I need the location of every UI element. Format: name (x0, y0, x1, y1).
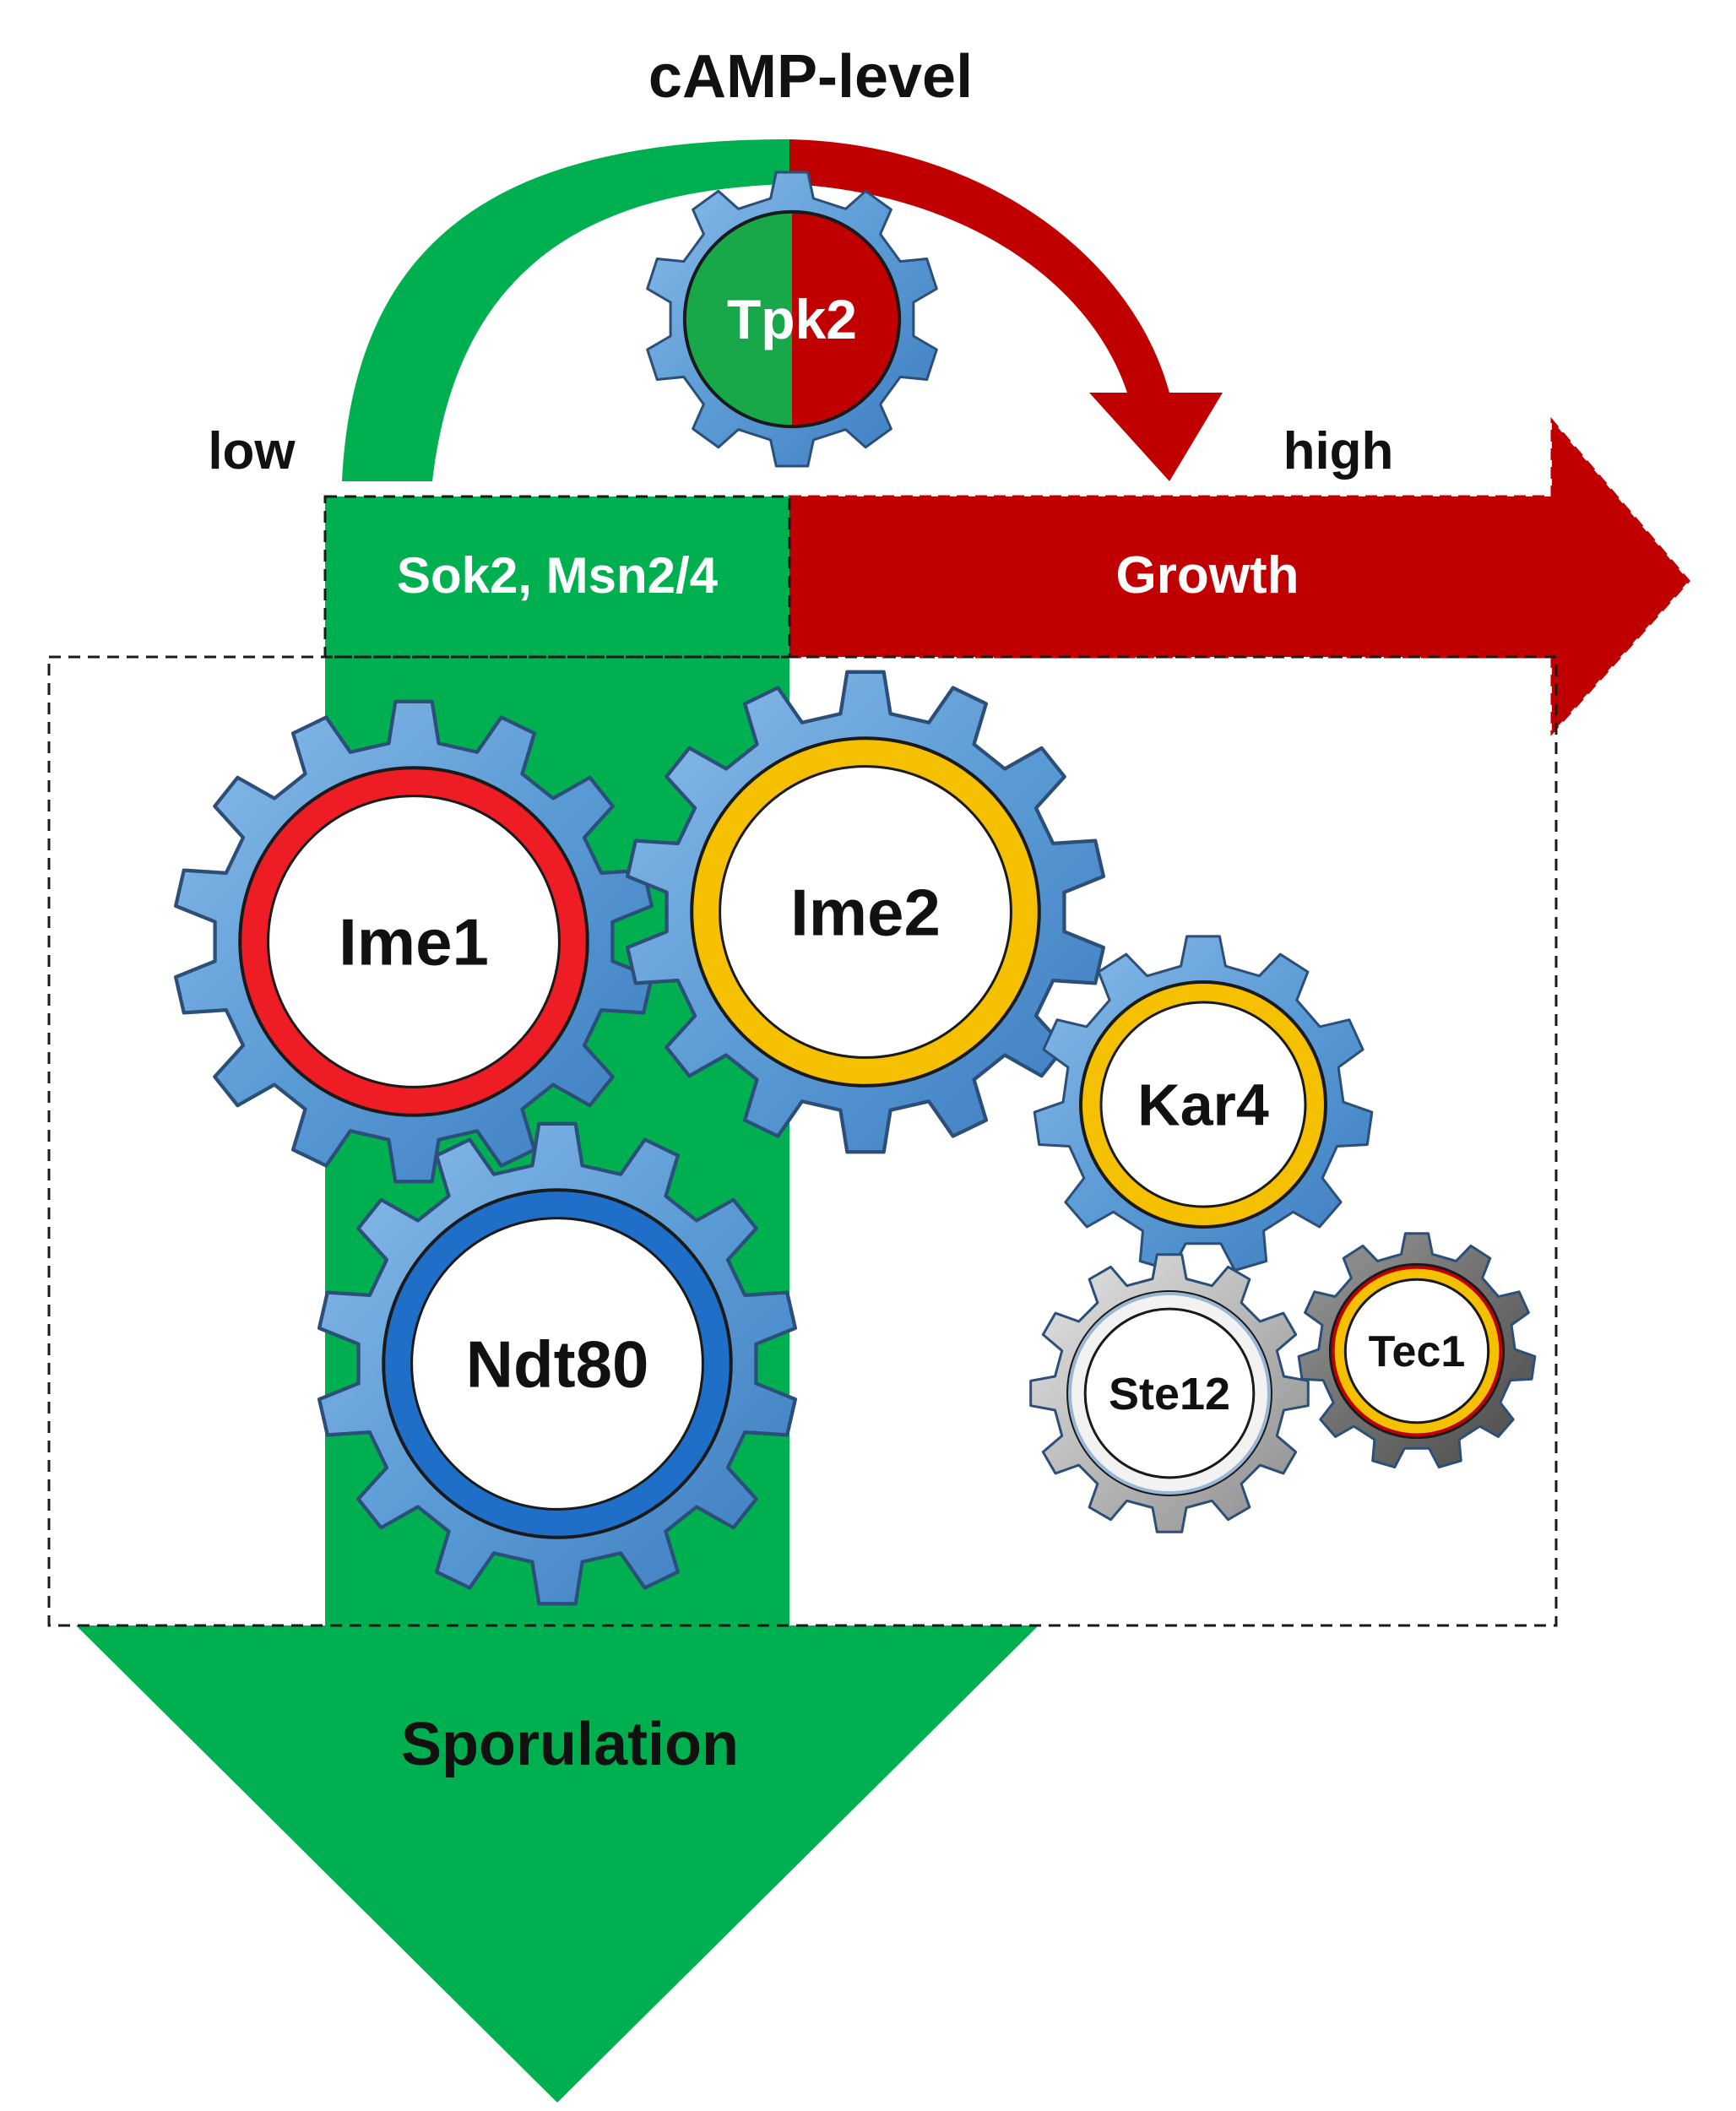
ndt80-gear-center (410, 1217, 704, 1511)
gear-ndt80-icon: Ndt80 (317, 1121, 798, 1606)
camp-arc-green (342, 139, 789, 481)
tec1-label: Tec1 (1369, 1327, 1466, 1376)
camp-arc-red (789, 139, 1223, 481)
gear-kar4-icon: Kar4 (1033, 935, 1374, 1272)
main-frame (47, 655, 1558, 1627)
tec1-gear-accent (1331, 1265, 1503, 1437)
ime1-gear-center (267, 795, 561, 1088)
tpk2-gear-right-half (792, 213, 898, 426)
diagram-title: cAMP-level (648, 43, 973, 111)
ndt80-gear-ring (385, 1191, 730, 1536)
kar4-gear-ring (1082, 984, 1324, 1225)
ste12-gear-ring (1070, 1294, 1269, 1493)
tpk2-gear-left-half (686, 213, 792, 426)
gear-ime2-icon: Ime2 (625, 670, 1106, 1154)
ste12-gear-center (1083, 1307, 1256, 1479)
ndt80-label: Ndt80 (466, 1327, 649, 1401)
tec1-gear-center (1343, 1278, 1490, 1425)
gear-tec1-icon: Tec1 (1297, 1232, 1537, 1468)
low-label: low (208, 422, 296, 480)
ime1-gear-ring (241, 769, 586, 1114)
growth-arrow (788, 416, 1690, 736)
sporulation-arrow (76, 1625, 1039, 2103)
ste12-label: Ste12 (1109, 1369, 1230, 1419)
gear-ime1-icon: Ime1 (173, 699, 654, 1184)
gear-tpk2-icon: Tpk2 (646, 171, 938, 468)
gear-ste12-icon: Ste12 (1029, 1253, 1310, 1533)
high-label: high (1283, 422, 1394, 480)
tpk2-label: Tpk2 (727, 288, 857, 350)
kar4-gear-center (1099, 1001, 1307, 1208)
kar4-label: Kar4 (1137, 1072, 1269, 1138)
ime2-label: Ime2 (790, 875, 941, 949)
ste12-gear-edge (1068, 1292, 1271, 1495)
stress-factors-label: Sok2, Msn2/4 (397, 547, 719, 604)
growth-label: Growth (1116, 546, 1299, 605)
tec1-gear-ring (1332, 1266, 1502, 1436)
ime1-label: Ime1 (339, 904, 489, 979)
ime2-gear-ring (693, 740, 1038, 1084)
sporulation-label: Sporulation (401, 1711, 739, 1778)
ime2-gear-center (719, 765, 1012, 1059)
